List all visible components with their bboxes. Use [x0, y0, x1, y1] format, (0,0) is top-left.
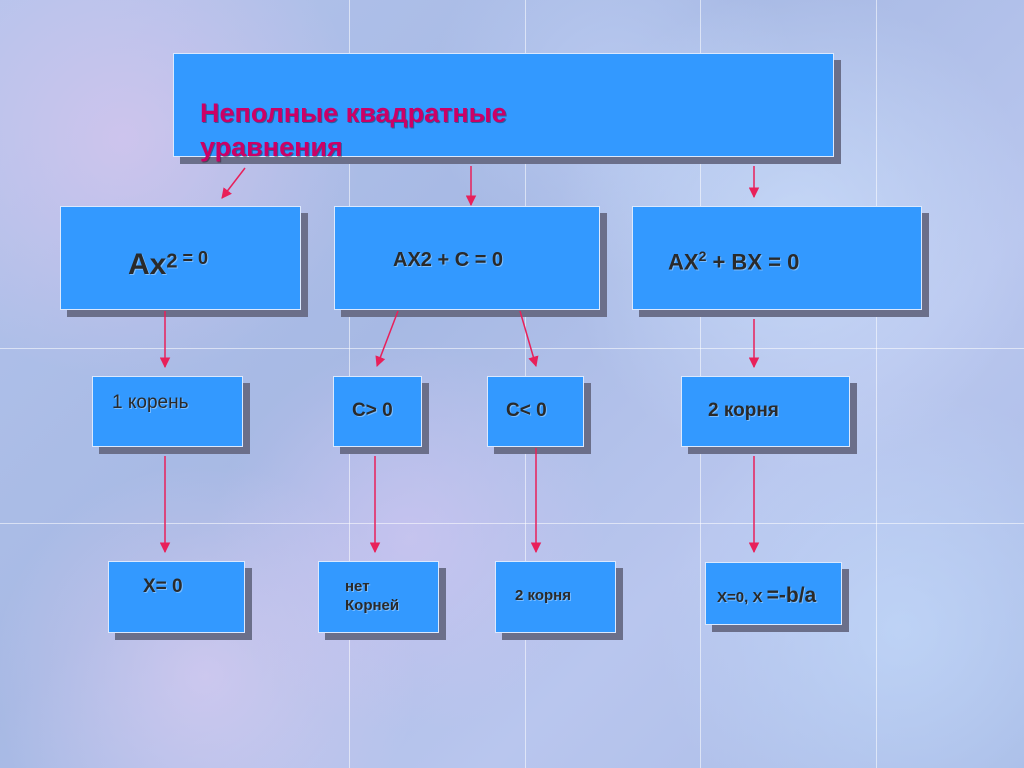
- arrow-ax2-c-to-c-negative: [519, 310, 539, 368]
- solution-no-roots: нет Корней: [345, 577, 399, 615]
- equation-ax2-exponent: 2: [166, 250, 178, 273]
- equation-ax2-bx-base: AX: [668, 249, 699, 275]
- equation-ax2-bx: AX2 + BX = 0: [668, 248, 799, 275]
- condition-c-positive: C> 0: [352, 400, 393, 421]
- solution-box-no-roots: [318, 561, 439, 633]
- equation-box-ax2-c: [334, 206, 600, 310]
- equation-ax2-bx-exponent: 2: [698, 248, 707, 264]
- result-one-root: 1 корень: [112, 392, 189, 413]
- solution-box-two-roots: [495, 561, 616, 633]
- condition-box-c-positive: [333, 376, 422, 447]
- equation-ax2-bx-rest: + BX = 0: [706, 249, 800, 275]
- grid-line: [876, 0, 877, 768]
- arrow-title-to-ax2: [221, 167, 246, 199]
- solution-x-zero-part: X=0, X: [717, 589, 767, 606]
- grid-line: [0, 348, 1024, 349]
- result-box-one-root: [92, 376, 243, 447]
- solution-neg-b-a-part: =-b/a: [766, 584, 817, 607]
- equation-ax2-c: AX2 + C = 0: [393, 249, 504, 271]
- solution-x-zero: X= 0: [143, 576, 183, 597]
- diagram-title: Неполные квадратные уравнения: [200, 98, 507, 162]
- result-box-two-roots: [681, 376, 850, 447]
- equation-ax2: Ax2 = 0: [128, 248, 208, 282]
- condition-box-c-negative: [487, 376, 584, 447]
- solution-two-roots: 2 корня: [515, 587, 571, 604]
- equation-box-ax2: [60, 206, 301, 310]
- title-box: [173, 53, 834, 157]
- equation-ax2-rest: = 0: [177, 248, 209, 268]
- solution-no-roots-line1: нет: [345, 578, 370, 595]
- solution-x-zero-neg-b-a: X=0, X =-b/a: [717, 584, 816, 608]
- arrow-ax2-c-to-c-positive: [375, 310, 399, 367]
- result-two-roots: 2 корня: [708, 400, 779, 421]
- solution-no-roots-line2: Корней: [345, 597, 400, 614]
- equation-box-ax2-bx: [632, 206, 922, 310]
- solution-box-x-zero-neg-b-a: [705, 562, 842, 625]
- solution-box-x-zero: [108, 561, 245, 633]
- equation-ax2-base: Ax: [128, 248, 167, 281]
- grid-line: [0, 523, 1024, 524]
- condition-c-negative: C< 0: [506, 400, 547, 421]
